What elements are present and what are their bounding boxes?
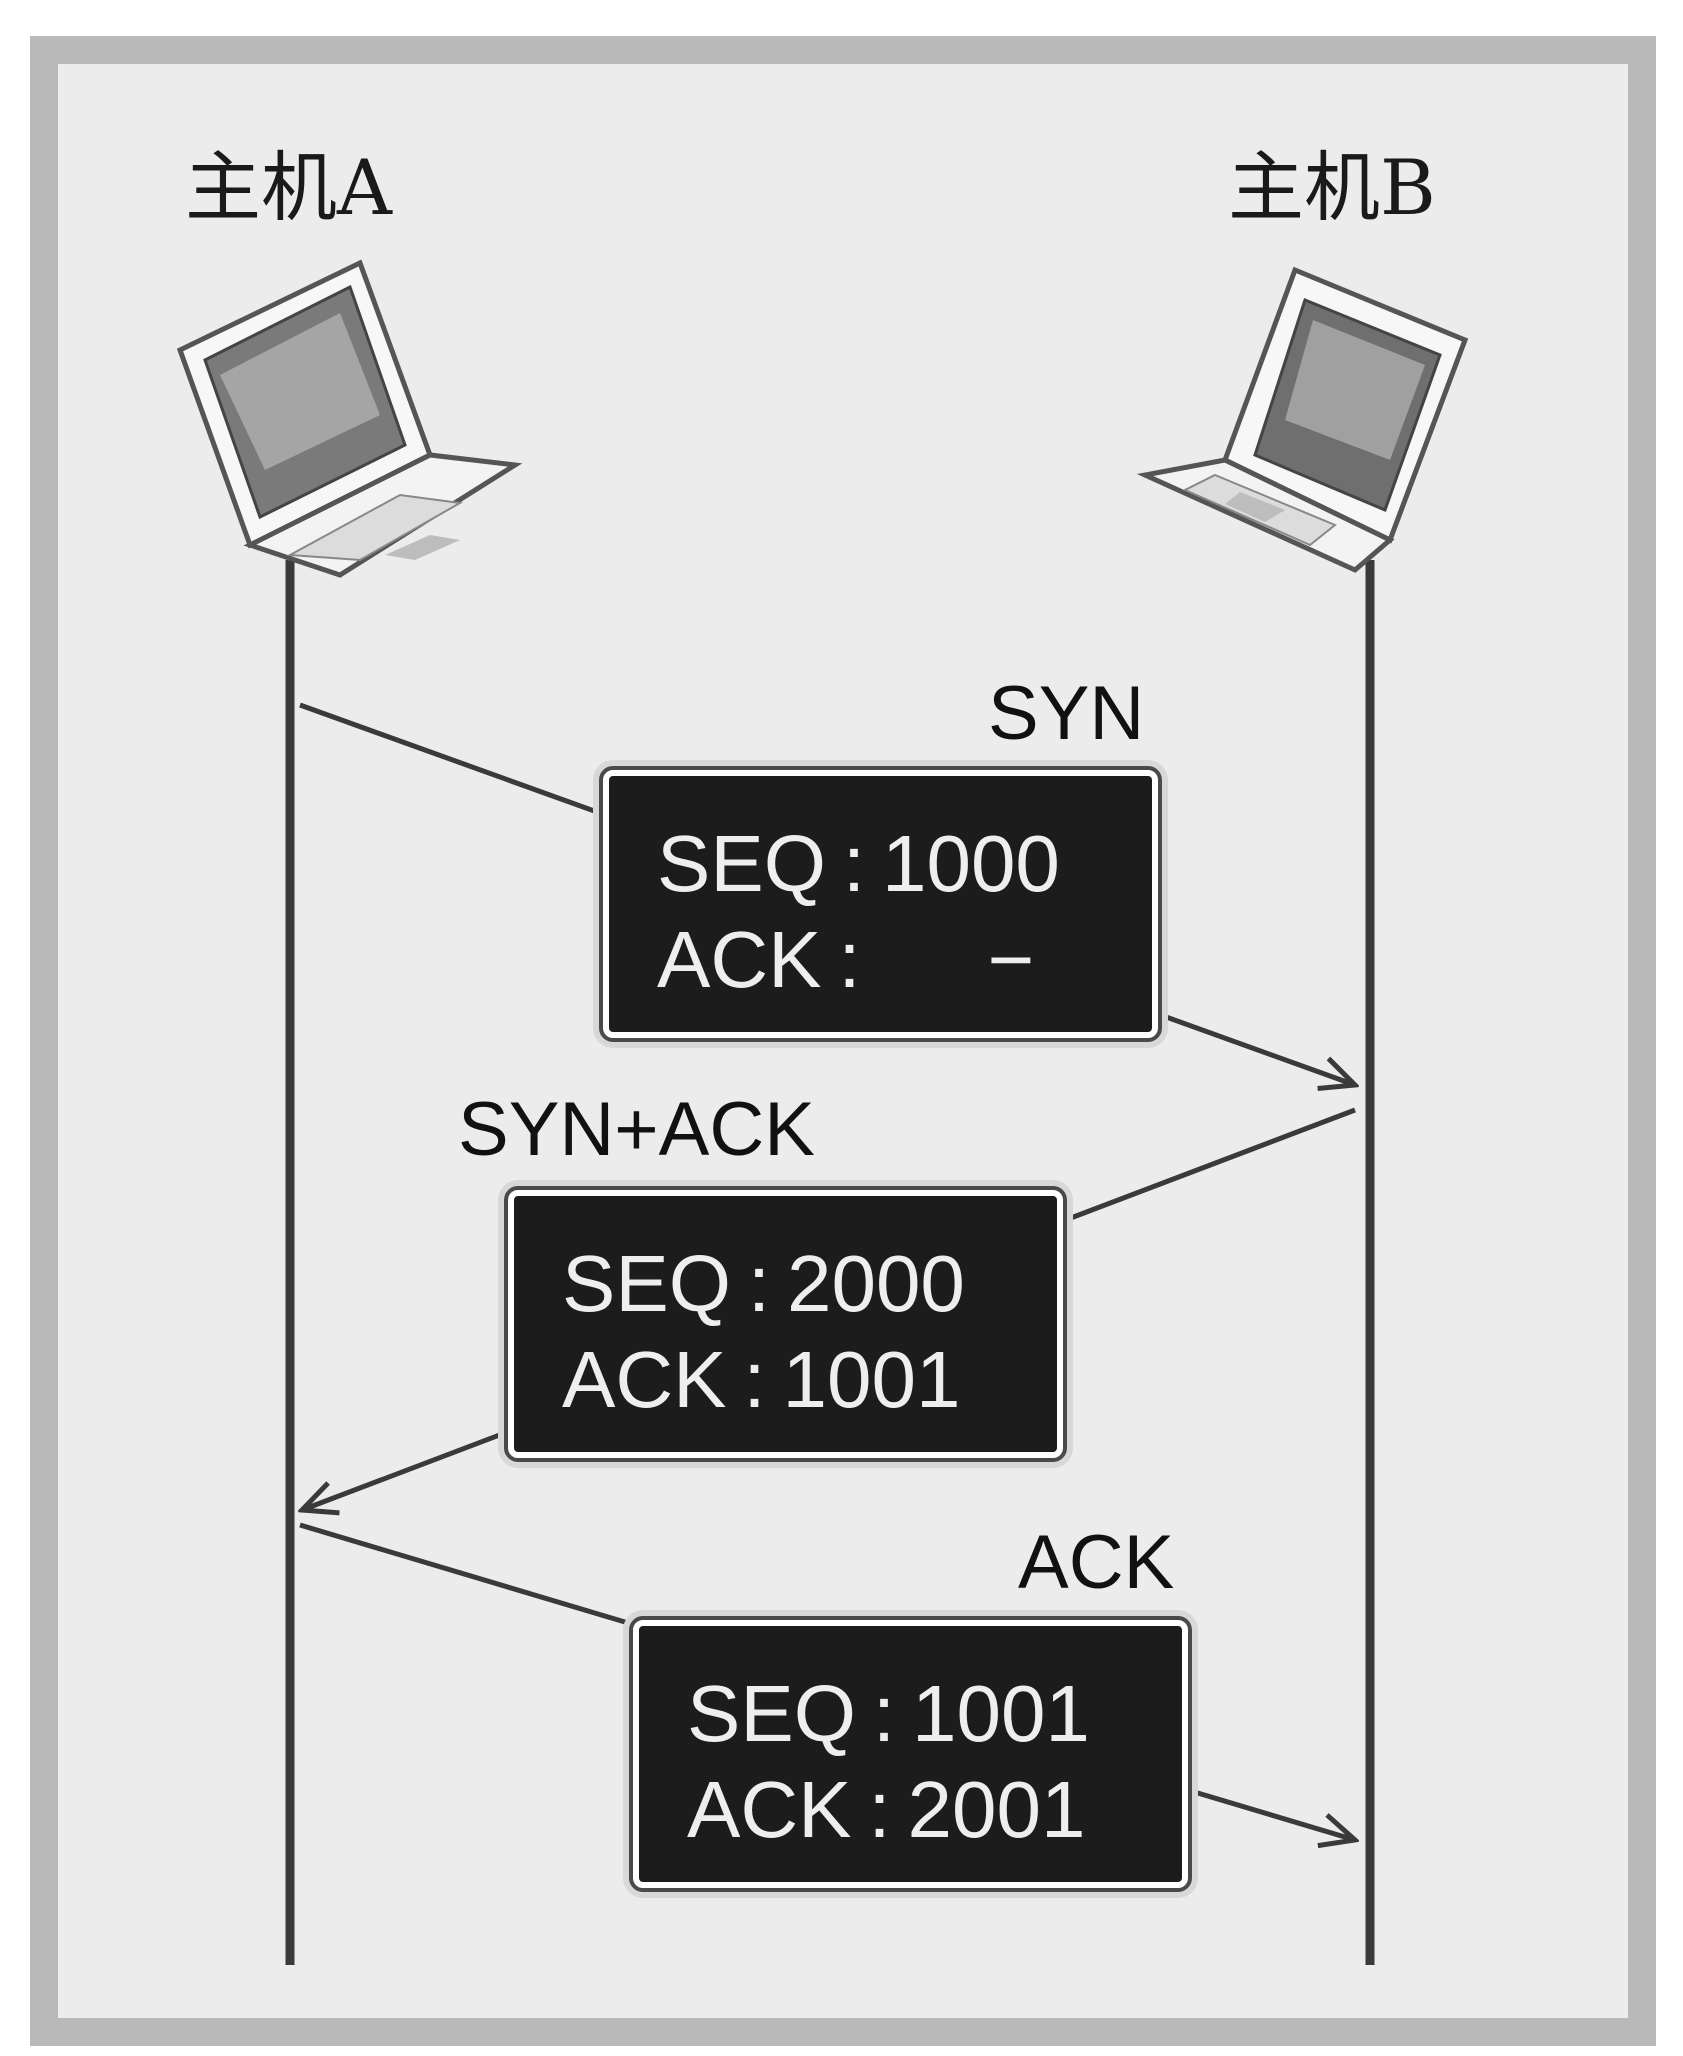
ack-key: ACK [657,912,822,1008]
separator: : [727,1332,783,1428]
seq-value: 2000 [787,1236,965,1332]
host-b-label: 主机B [1228,150,1436,226]
seq-value: 1001 [912,1666,1090,1762]
separator: : [856,1666,912,1762]
syn-segment-box: SEQ : 1000 ACK : − [603,770,1158,1038]
ack-value: − [878,912,1035,1008]
laptop-icon [180,263,515,575]
separator: : [731,1236,787,1332]
ack-row: ACK : 2001 [687,1762,1182,1858]
seq-key: SEQ [562,1236,731,1332]
ack-row: ACK : − [657,912,1152,1008]
ack-segment-box: SEQ : 1001 ACK : 2001 [633,1620,1188,1888]
ack-label: ACK [1018,1525,1174,1601]
syn-label: SYN [988,676,1144,752]
host-a-label: 主机A [185,150,392,226]
ack-row: ACK : 1001 [562,1332,1057,1428]
ack-value: 2001 [908,1762,1086,1858]
ack-value: 1001 [783,1332,961,1428]
ack-key: ACK [687,1762,852,1858]
separator: : [852,1762,908,1858]
seq-key: SEQ [687,1666,856,1762]
seq-row: SEQ : 2000 [562,1236,1057,1332]
syn-ack-segment-box: SEQ : 2000 ACK : 1001 [508,1190,1063,1458]
seq-row: SEQ : 1000 [657,816,1152,912]
seq-value: 1000 [882,816,1060,912]
laptop-icon [1145,270,1465,570]
seq-key: SEQ [657,816,826,912]
separator: : [826,816,882,912]
separator: : [822,912,878,1008]
seq-row: SEQ : 1001 [687,1666,1182,1762]
syn-ack-label: SYN+ACK [458,1092,815,1168]
ack-key: ACK [562,1332,727,1428]
